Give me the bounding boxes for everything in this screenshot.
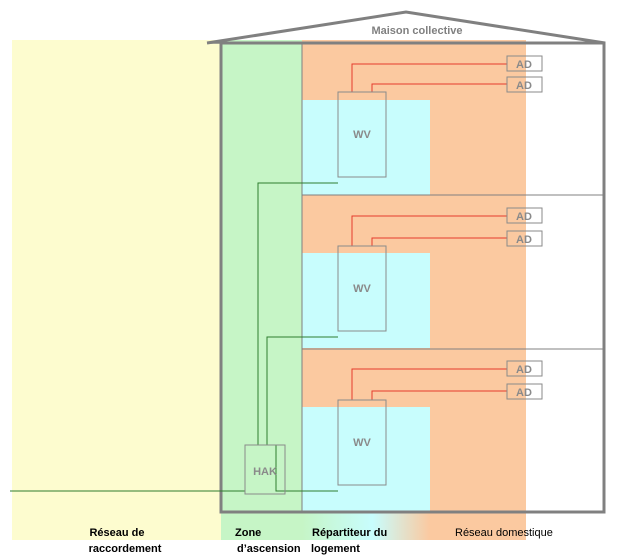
- wv-box-1: [337, 91, 387, 178]
- ad-label-2a: AD: [516, 211, 532, 223]
- zone-ascension-bg: [221, 40, 302, 540]
- wv-label-2: WV: [353, 283, 371, 295]
- zone-label-repartiteur-1: Répartiteur du: [312, 527, 387, 539]
- cyan-area-3: [302, 407, 430, 512]
- zone-label-repartiteur-2: logement: [311, 543, 360, 555]
- zone-reseau-raccordement-bg: [12, 40, 221, 540]
- ad-label-3a: AD: [516, 364, 532, 376]
- ad-box-2a: [506, 207, 543, 224]
- ad-label-2b: AD: [516, 234, 532, 246]
- wv-label-1: WV: [353, 129, 371, 141]
- hak-label: HAK: [253, 466, 277, 478]
- ad-box-3a: [506, 360, 543, 377]
- ad-box-2b: [506, 230, 543, 247]
- cyan-area-2: [302, 253, 430, 348]
- building-title: Maison collective: [371, 25, 462, 37]
- ad-label-3b: AD: [516, 387, 532, 399]
- wv-label-3: WV: [353, 437, 371, 449]
- zone-repartiteur-strip: [302, 512, 430, 540]
- wv-box-3: [337, 399, 387, 486]
- roof: [206, 10, 606, 45]
- building-outline: [219, 41, 606, 514]
- ad-label-1a: AD: [516, 59, 532, 71]
- zone-label-raccordement-1: Réseau de: [89, 527, 144, 539]
- green-supply-lines: [10, 182, 338, 492]
- cyan-area-1: [302, 100, 430, 195]
- white-right-area: [526, 40, 604, 512]
- ad-box-3b: [506, 383, 543, 400]
- ad-box-1b: [506, 76, 543, 93]
- zone-label-domestique: Réseau domestique: [455, 527, 553, 539]
- ad-box-1a: [506, 55, 543, 72]
- zone-label-ascension-2: d’ascension: [237, 543, 301, 555]
- red-domestic-lines: [351, 63, 507, 400]
- ad-label-1b: AD: [516, 80, 532, 92]
- zone-label-raccordement-2: raccordement: [89, 543, 162, 555]
- zone-label-ascension-1: Zone: [235, 527, 261, 539]
- wv-box-2: [337, 245, 387, 332]
- hak-box: [244, 444, 286, 495]
